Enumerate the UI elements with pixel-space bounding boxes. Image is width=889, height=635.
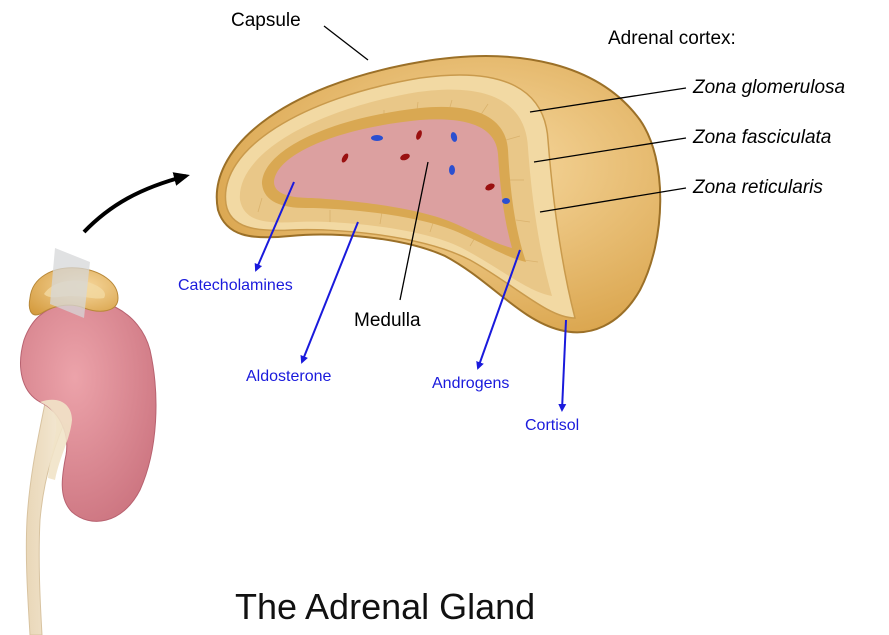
- diagram-title: The Adrenal Gland: [235, 586, 535, 627]
- medulla-label: Medulla: [354, 310, 421, 331]
- capsule-leader: [324, 26, 368, 60]
- zona-reticularis-label: Zona reticularis: [692, 177, 823, 198]
- cortisol-arrow: [562, 320, 566, 410]
- capsule-label: Capsule: [231, 10, 301, 31]
- zona-fasciculata-label: Zona fasciculata: [692, 127, 831, 148]
- kidney-illustration: [21, 248, 156, 635]
- adrenal-cortex-label: Adrenal cortex:: [608, 28, 736, 49]
- catecholamines-label: Catecholamines: [178, 277, 293, 294]
- zona-glomerulosa-label: Zona glomerulosa: [692, 77, 845, 98]
- cortisol-label: Cortisol: [525, 417, 579, 434]
- androgens-label: Androgens: [432, 375, 509, 392]
- aldosterone-arrow: [302, 222, 358, 362]
- magnify-arrow: [84, 176, 186, 232]
- aldosterone-label: Aldosterone: [246, 368, 331, 385]
